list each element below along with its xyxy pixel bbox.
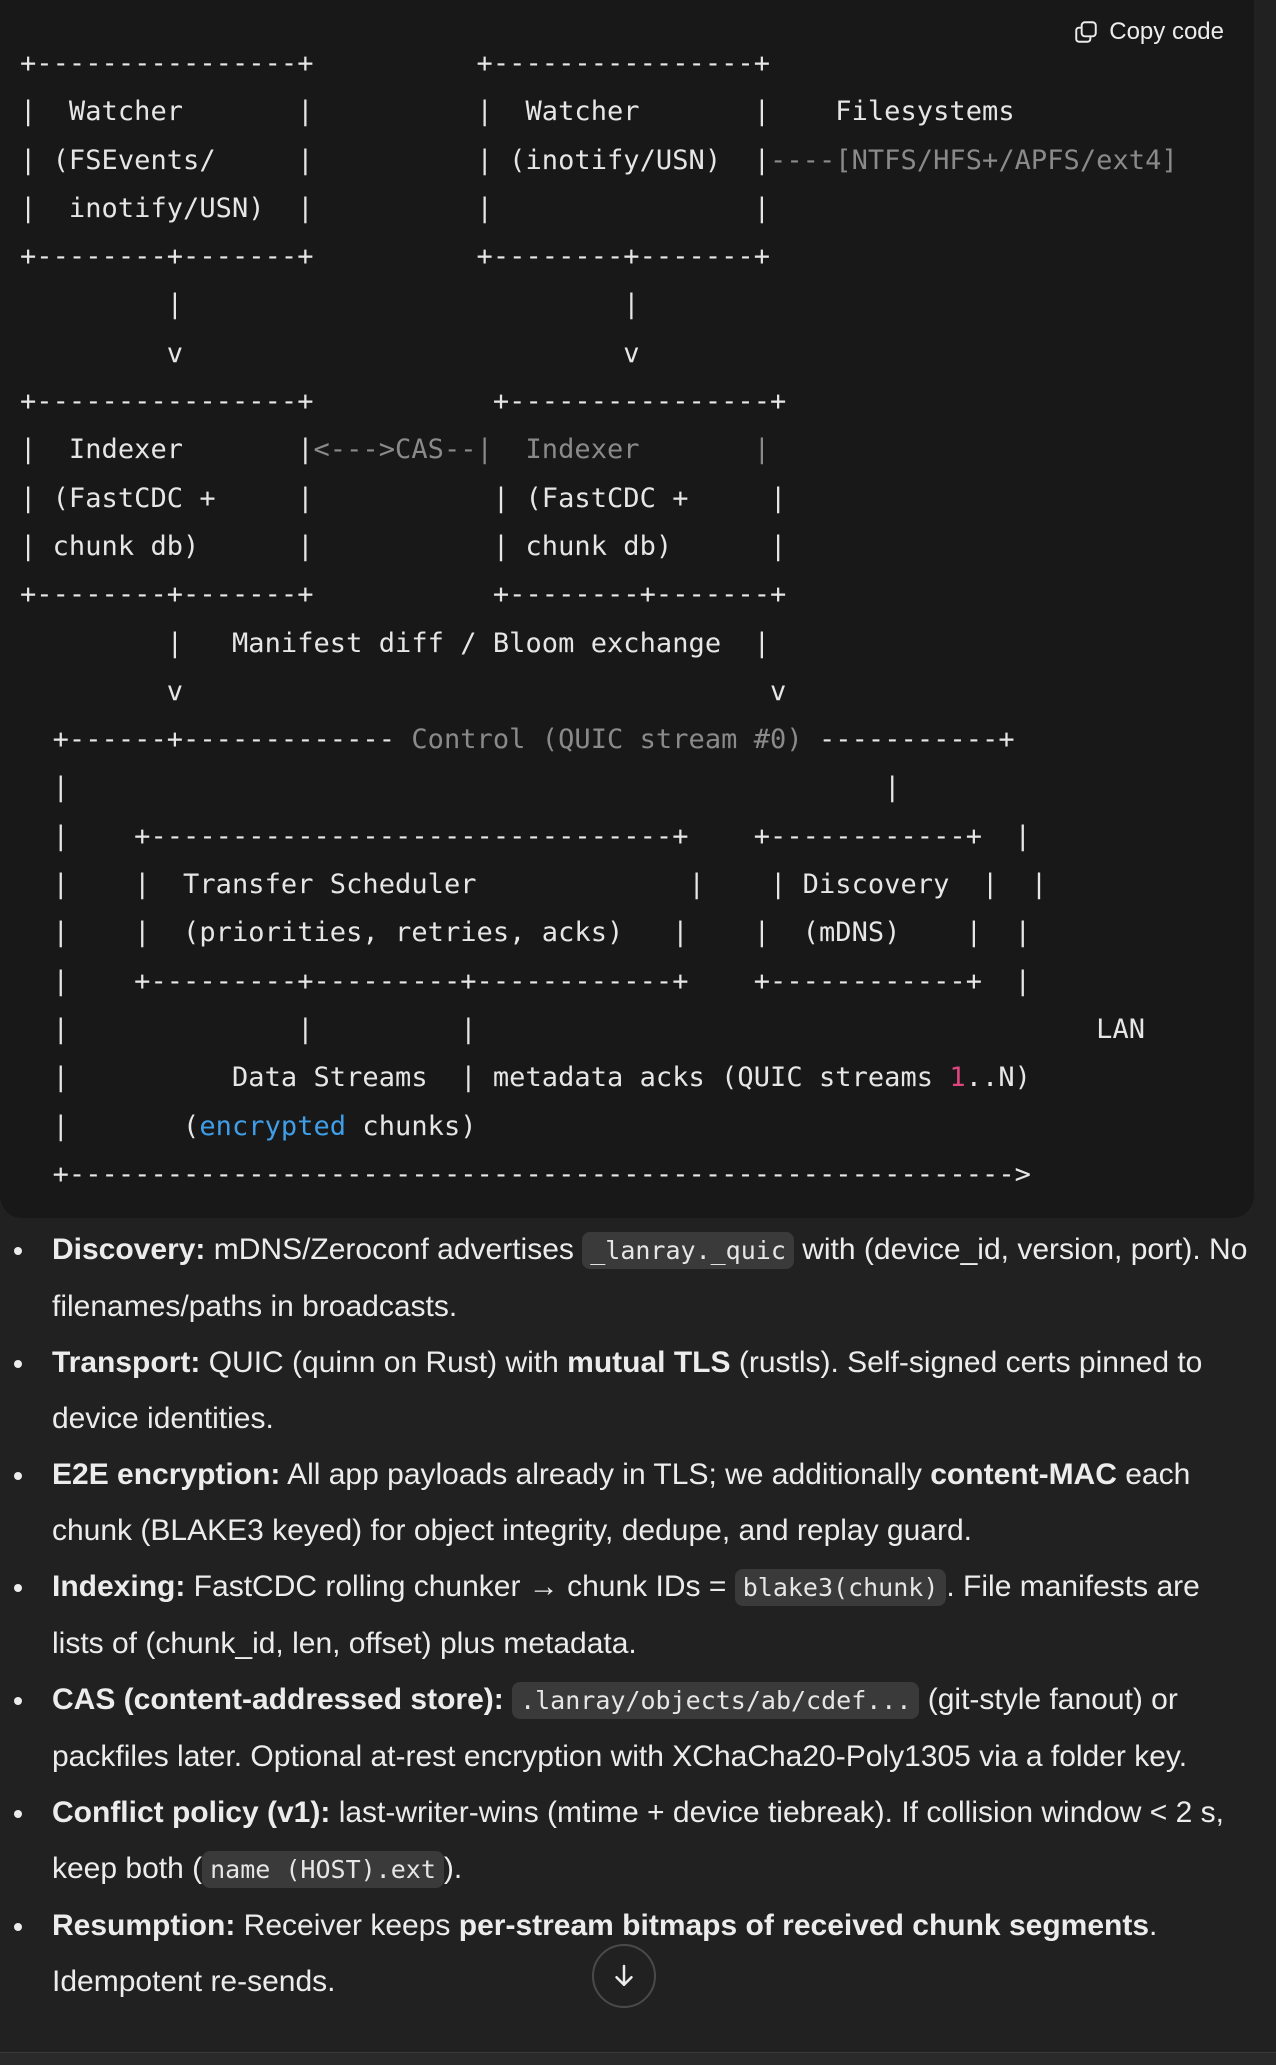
diagram-line: +------+------------- Control (QUIC stre…	[20, 724, 1015, 756]
code-block: Copy code +----------------+ +----------…	[20, 18, 1224, 1199]
diagram-line: | +--------------------------------+ +--…	[20, 820, 1031, 852]
list-item-discovery: Discovery: mDNS/Zeroconf advertises _lan…	[0, 1222, 1276, 1335]
list-item-conflict-policy: Conflict policy (v1): last-writer-wins (…	[0, 1785, 1276, 1898]
diagram-line: | | Transfer Scheduler | | Discovery | |	[20, 869, 1048, 901]
copy-code-label: Copy code	[1109, 18, 1224, 45]
diagram-line: | | | LAN	[20, 1013, 1146, 1045]
diagram-line: | | (priorities, retries, acks) | | (mDN…	[20, 917, 1031, 949]
diagram-line: | Manifest diff / Bloom exchange |	[20, 627, 771, 659]
diagram-line: +--------+-------+ +--------+-------+	[20, 579, 787, 611]
ascii-architecture-diagram[interactable]: +----------------+ +----------------+ | W…	[20, 40, 1178, 1199]
inline-code: .lanray/objects/ab/cdef...	[512, 1682, 920, 1719]
diagram-line: | Data Streams | metadata acks (QUIC str…	[20, 1062, 1031, 1094]
diagram-line: +----------------+ +----------------+	[20, 386, 787, 418]
diagram-line: | (encrypted chunks)	[20, 1110, 477, 1142]
diagram-line: v v	[20, 337, 640, 369]
copy-icon	[1075, 21, 1097, 43]
list-item-e2e-encryption: E2E encryption: All app payloads already…	[0, 1447, 1276, 1559]
list-item-cas: CAS (content-addressed store): .lanray/o…	[0, 1672, 1276, 1785]
diagram-line: | chunk db) | | chunk db) |	[20, 530, 787, 562]
diagram-line: | +---------+---------+------------+ +--…	[20, 965, 1031, 997]
diagram-line: v v	[20, 675, 787, 707]
inline-code: blake3(chunk)	[734, 1569, 947, 1606]
arrow-down-icon	[615, 1964, 633, 1986]
diagram-line: +---------------------------------------…	[20, 1158, 1031, 1190]
design-notes-list: Discovery: mDNS/Zeroconf advertises _lan…	[0, 1222, 1276, 2010]
diagram-line: | (FSEvents/ | | (inotify/USN) |----[NTF…	[20, 144, 1178, 176]
diagram-line: | Indexer |<--->CAS--| Indexer |	[20, 434, 771, 466]
diagram-line: | (FastCDC + | | (FastCDC + |	[20, 482, 787, 514]
list-item-indexing: Indexing: FastCDC rolling chunker → chun…	[0, 1559, 1276, 1672]
inline-code: _lanray._quic	[582, 1232, 794, 1269]
diagram-line: +--------+-------+ +--------+-------+	[20, 241, 771, 273]
composer-edge	[0, 2052, 1276, 2065]
inline-code: name (HOST).ext	[202, 1851, 444, 1888]
list-item-transport: Transport: QUIC (quinn on Rust) with mut…	[0, 1335, 1276, 1447]
diagram-line: | |	[20, 289, 640, 321]
copy-code-button[interactable]: Copy code	[1073, 18, 1224, 46]
diagram-line: | inotify/USN) | | |	[20, 192, 771, 224]
diagram-line: | |	[20, 772, 901, 804]
scroll-to-bottom-button[interactable]	[592, 1944, 656, 2008]
diagram-line: | Watcher | | Watcher | Filesystems	[20, 96, 1015, 128]
diagram-line: +----------------+ +----------------+	[20, 48, 771, 79]
list-item-resumption: Resumption: Receiver keeps per-stream bi…	[0, 1898, 1276, 2010]
